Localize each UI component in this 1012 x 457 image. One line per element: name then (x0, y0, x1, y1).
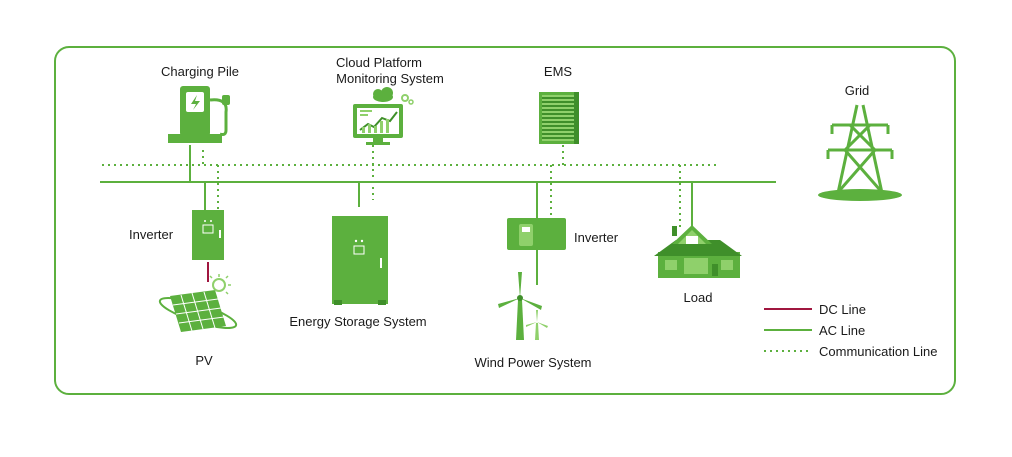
label-grid: Grid (844, 83, 870, 98)
house-icon (654, 225, 742, 278)
inverter-icon (192, 210, 224, 260)
label-load: Load (683, 290, 713, 305)
label-inverter-right: Inverter (574, 230, 619, 245)
label-ems: EMS (543, 64, 573, 79)
wind-turbine-icon (498, 272, 548, 340)
legend-ac-label: AC Line (819, 323, 866, 338)
label-cloud-line2: Monitoring System (336, 71, 444, 86)
storage-cabinet-icon (332, 216, 388, 305)
cloud-monitor-icon (353, 87, 414, 145)
label-inverter-left: Inverter (129, 227, 174, 242)
ems-cabinet-icon (539, 92, 579, 144)
legend-comm-label: Communication Line (819, 344, 938, 359)
label-wind: Wind Power System (474, 355, 592, 370)
diagram-frame (54, 46, 956, 395)
legend-dc-label: DC Line (819, 302, 866, 317)
inverter-icon (507, 218, 566, 250)
label-cloud-line1: Cloud Platform (336, 55, 422, 70)
charging-pile-icon (168, 86, 230, 143)
grid-tower-icon (818, 104, 902, 201)
solar-panel-icon (158, 274, 238, 332)
label-charging-pile: Charging Pile (160, 64, 240, 79)
label-pv: PV (195, 353, 213, 368)
label-energy-storage: Energy Storage System (289, 314, 427, 329)
